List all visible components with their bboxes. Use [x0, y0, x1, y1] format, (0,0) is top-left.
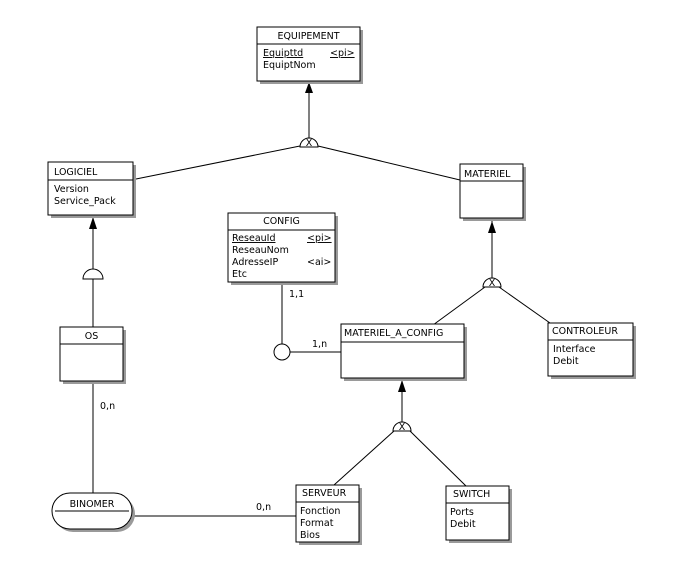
entity-title: CONTROLEUR: [552, 326, 618, 337]
entity-title: OS: [85, 331, 99, 342]
entity-switch[interactable]: SWITCH Ports Debit: [445, 485, 512, 543]
entity-title: SERVEUR: [302, 488, 347, 499]
inheritance-symbol-logiciel: [82, 268, 104, 280]
link-node-config: [273, 343, 291, 361]
entity-controleur[interactable]: CONTROLEUR Interface Debit: [547, 322, 636, 379]
arrowhead-materiel: [488, 221, 496, 233]
attribute-name: Debit: [450, 519, 476, 530]
entity-equipement[interactable]: EQUIPEMENT Equipttd <pi> EquiptNom: [256, 26, 363, 84]
entity-title: SWITCH: [453, 489, 490, 500]
exclusive-mark: X: [399, 422, 406, 433]
entity-title: EQUIPEMENT: [277, 31, 339, 42]
attribute-name: AdresseIP: [232, 257, 278, 268]
entity-serveur[interactable]: SERVEUR Fonction Format Bios: [295, 484, 362, 545]
attribute-name: Ports: [450, 507, 474, 518]
connector-symbol-serveur: [333, 430, 395, 486]
attribute-tag: <ai>: [307, 257, 331, 268]
attribute-tag: <pi>: [330, 48, 355, 59]
entity-title: MATERIEL_A_CONFIG: [344, 328, 443, 339]
attribute-name: Etc: [232, 269, 247, 280]
connector-symbol-controleur: [498, 286, 551, 324]
attribute-name: Debit: [553, 356, 579, 367]
attribute-name: ReseauId: [232, 233, 276, 244]
association-title: BINOMER: [70, 499, 115, 510]
connector-symbol-logiciel: [135, 145, 301, 180]
cardinality-materiel-a-config: 1,n: [312, 339, 327, 350]
attribute-tag: <pi>: [307, 233, 332, 244]
attribute-name: Equipttd: [263, 48, 303, 59]
connector-symbol-switch: [409, 430, 467, 487]
attribute-name: Version: [54, 184, 89, 195]
arrowhead-logiciel: [89, 217, 97, 229]
attribute-name: Interface: [553, 344, 596, 355]
entity-os[interactable]: OS: [59, 326, 126, 384]
attribute-name: ReseauNom: [232, 245, 289, 256]
inheritance-symbol-materiel-a-config: X: [392, 421, 412, 433]
entity-title: CONFIG: [263, 216, 300, 227]
entity-materiel-a-config[interactable]: MATERIEL_A_CONFIG: [340, 323, 467, 381]
connector-symbol-materiel-a-config: [432, 286, 486, 326]
inheritance-symbol-materiel: X: [482, 277, 502, 289]
attribute-name: Format: [300, 518, 334, 529]
inheritance-symbol-equipement: X: [299, 137, 319, 149]
arrowhead-equipement: [305, 82, 313, 93]
entity-title: MATERIEL: [464, 169, 511, 180]
attribute-name: Bios: [300, 530, 320, 541]
cardinality-serveur: 0,n: [256, 502, 271, 513]
cardinality-config: 1,1: [289, 289, 304, 300]
arrowheads: [89, 82, 496, 392]
connector-symbol-materiel: [317, 145, 461, 181]
cardinalities: 1,1 1,n 0,n 0,n: [100, 289, 327, 513]
arrowhead-materiel-a-config: [398, 380, 406, 392]
entity-logiciel[interactable]: LOGICIEL Version Service_Pack: [47, 161, 136, 218]
attribute-name: Fonction: [300, 506, 340, 517]
attribute-name: EquiptNom: [263, 60, 316, 71]
association-binomer[interactable]: BINOMER: [51, 492, 135, 532]
entity-materiel[interactable]: MATERIEL: [459, 163, 526, 221]
attribute-name: Service_Pack: [54, 196, 116, 207]
exclusive-mark: X: [306, 138, 313, 149]
exclusive-mark: X: [489, 278, 496, 289]
cardinality-os: 0,n: [100, 401, 115, 412]
entity-config[interactable]: CONFIG ReseauId <pi> ReseauNom AdresseIP…: [227, 212, 338, 285]
entity-title: LOGICIEL: [54, 167, 98, 178]
connectors: [92, 82, 551, 517]
